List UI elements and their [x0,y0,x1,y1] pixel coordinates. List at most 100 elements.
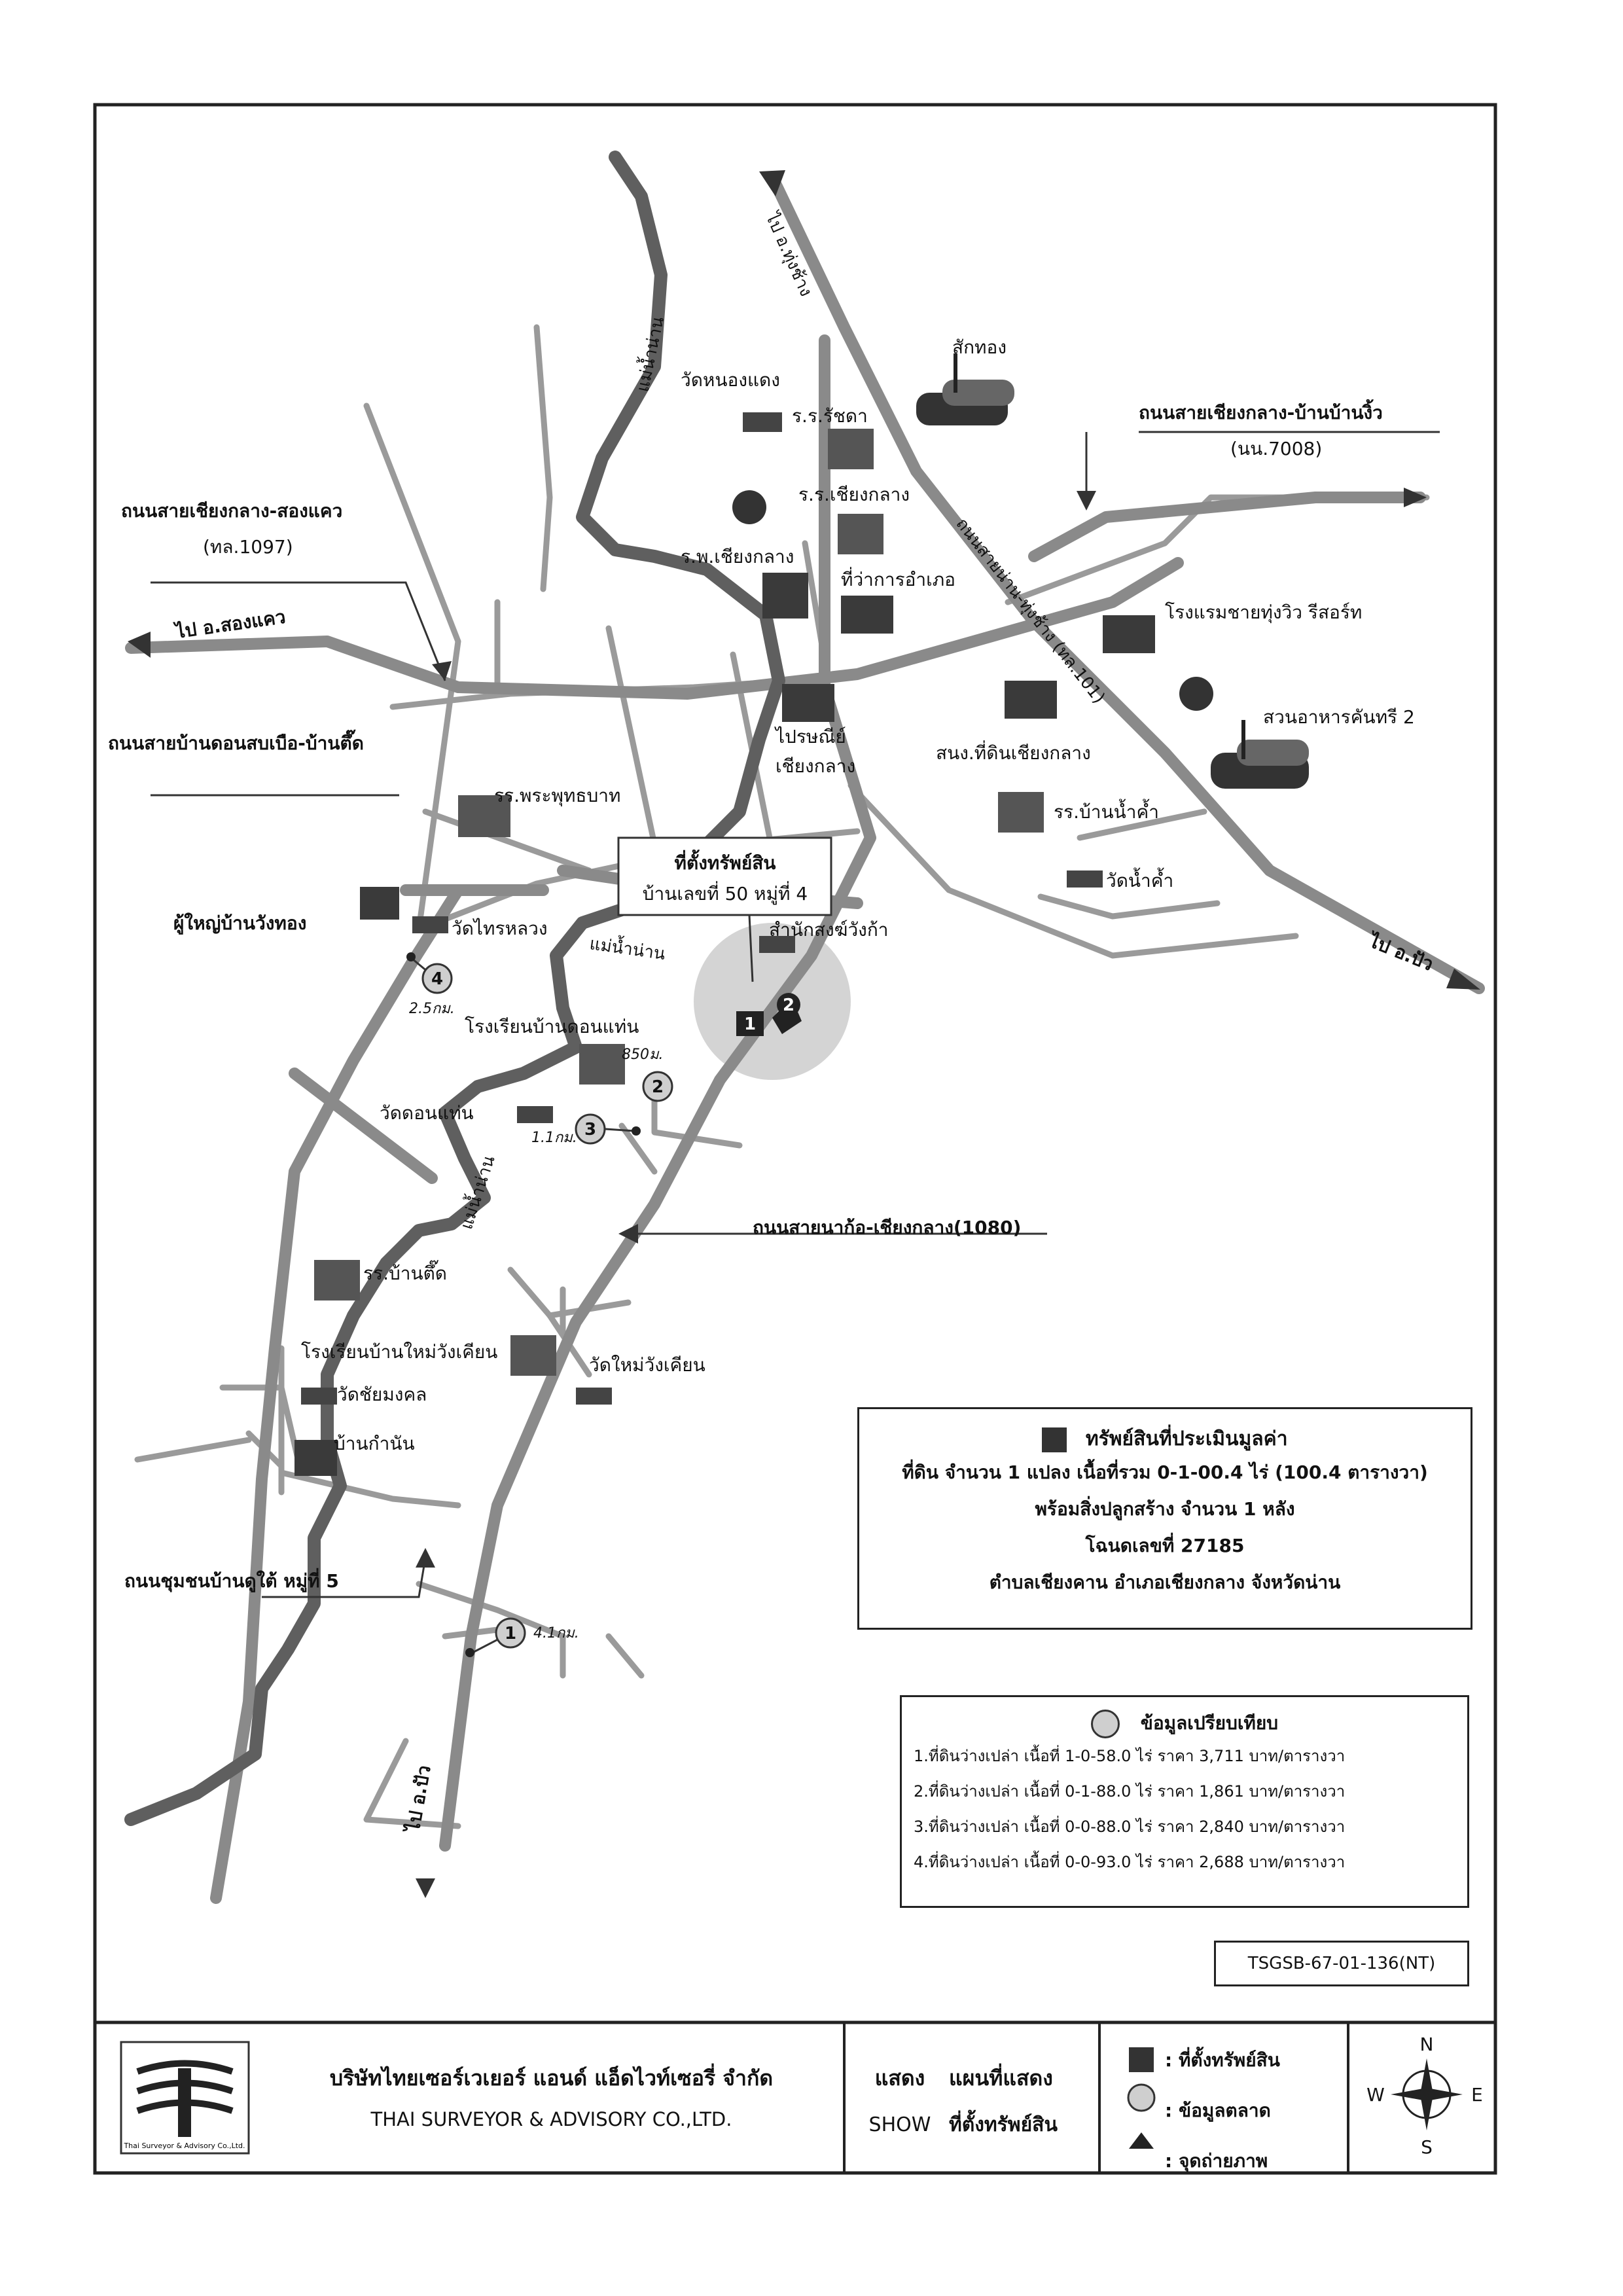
label-wat-nong-daeng: วัดหนองแดง [681,369,780,391]
logo-caption: Thai Surveyor & Advisory Co.,Ltd. [123,2142,245,2150]
comparable-item-1: 1.ที่ดินว่างเปล่า เนื้อที่ 1-0-58.0 ไร่ … [914,1747,1346,1765]
temple-icon [743,412,782,432]
comparables-box: ข้อมูลเปรียบเทียบ 1.ที่ดินว่างเปล่า เนื้… [900,1695,1469,1908]
label-hospital: ร.พ.เชียงกลาง [681,546,794,567]
property-legend-title: ทรัพย์สินที่ประเมินมูลค่า [859,1424,1471,1454]
map-frame [93,103,1497,2175]
arrow-east-pua [1446,969,1480,990]
label-road-na-ko: ถนนสายนาก้อ-เชียงกลาง(1080) [753,1217,1021,1238]
label-school-ban-don-waen: โรงเรียนบ้านดอนแท่น [465,1016,639,1037]
comparable-item-3: 3.ที่ดินว่างเปล่า เนื้อที่ 0-0-88.0 ไร่ … [914,1818,1346,1836]
footer-legend: : ที่ตั้งทรัพย์สิน : ข้อมูลตลาด : จุดถ่า… [1165,2045,1348,2176]
school-icon [838,514,883,554]
label-to-pua-east: ไป อ.ปัว [1364,929,1436,975]
temple-icon [412,916,448,933]
arrow-east-ngio [1404,488,1427,507]
company-name-th: บริษัทไทยเซอร์เวเยอร์ แอนด์ แอ็ดไวท์เซอร… [329,2066,774,2090]
label-wat-mai-wang-khian: วัดใหม่วังเคียน [589,1354,705,1376]
nan-river [124,151,785,1826]
property-legend-line-1: ที่ดิน จำนวน 1 แปลง เนื้อที่รวม 0-1-00.4… [902,1462,1428,1483]
label-wat-sai-luang: วัดไทรหลวง [452,918,548,939]
comparable-circle-icon [1090,1710,1120,1738]
footer-map-th: แผนที่แสดง [949,2066,1053,2090]
comparable-item-2: 2.ที่ดินว่างเปล่า เนื้อที่ 0-1-88.0 ไร่ … [914,1782,1346,1801]
comparable-1-distance: 4.1กม. [533,1625,579,1641]
label-sak-thong: สักทอง [952,336,1007,358]
label-school-phra-phutthabat: รร.พระพุทธบาท [494,785,620,807]
footer-company: บริษัทไทยเซอร์เวเยอร์ แอนด์ แอ็ดไวท์เซอร… [259,2062,844,2130]
sak-thong-icon [916,353,1014,425]
temple-icon [576,1388,612,1405]
comparable-1-number: 1 [505,1624,516,1643]
label-school-ban-mai-wang-khian: โรงเรียนบ้านใหม่วังเคียน [301,1341,497,1363]
label-school-ratchada: ร.ร.รัชดา [792,405,868,427]
footer-show-en: SHOW [868,2113,931,2136]
temple-icon [1067,870,1103,888]
label-to-song-khwae: ไป อ.สองแคว [172,606,287,643]
footer-legend-item-3: : จุดถ่ายภาพ [1165,2150,1268,2172]
label-school-ban-nam-kham: รร.บ้านน้ำค้ำ [1054,798,1159,823]
label-road-ban-ngio-code: (นน.7008) [1230,438,1322,459]
comparable-item-4: 4.ที่ดินว่างเปล่า เนื้อที่ 0-0-93.0 ไร่ … [914,1853,1346,1871]
country-restaurant-icon [1211,720,1309,789]
leader-lines [151,431,1440,1598]
comparable-markers: 1 4.1กม. 2 850ม. 3 1.1กม. 4 2.5กม. [406,952,673,1657]
arrow-west [128,632,151,658]
hotel-icon [1103,615,1155,653]
compass-east: E [1471,2084,1483,2106]
property-legend-title-text: ทรัพย์สินที่ประเมินมูลค่า [1085,1427,1288,1450]
reference-code: TSGSB-67-01-136(NT) [1214,1941,1469,1986]
comparable-marker-4: 4 2.5กม. [406,952,455,1017]
comparables-title-text: ข้อมูลเปรียบเทียบ [1140,1712,1279,1734]
label-wat-chai-mongkhon: วัดชัยมงคล [337,1384,427,1405]
comparable-3-number: 3 [584,1120,596,1139]
map-icons [294,353,1309,1476]
comparable-marker-3: 3 1.1กม. [531,1113,641,1146]
land-office-icon [1005,681,1057,719]
hospital-icon [762,573,808,619]
temple-icon [517,1106,553,1123]
property-callout-title: ที่ตั้งทรัพย์สิน [675,849,776,874]
arrow-north [759,170,785,196]
label-district-office: ที่ว่าการอำเภอ [841,567,955,590]
label-wat-don-waen: วัดดอนแท่น [380,1102,474,1124]
property-legend-line-3: โฉนดเลขที่ 27185 [1085,1535,1245,1556]
comparable-2-number: 2 [652,1077,664,1097]
temple-icon [301,1388,337,1405]
label-school-chiang-klang: ร.ร.เชียงกลาง [798,484,910,505]
photo-marker-number: 2 [783,996,794,1015]
legend-camera-icon [1129,2132,1154,2149]
arrow-south [416,1878,435,1898]
label-village-head: ผู้ใหญ่บ้านวังทอง [173,912,306,935]
label-road-song-khwae-code: (ทล.1097) [203,536,293,558]
label-river-2: แม่น้ำน่าน [588,931,667,964]
label-ban-kamnan: บ้านกำนัน [334,1433,415,1454]
road-arrows [128,170,1480,1898]
school-icon [828,429,874,469]
footer-show-th: แสดง [874,2066,925,2090]
comparable-marker-1: 1 4.1กม. [465,1617,579,1657]
subject-property-marker: 1 [736,1011,764,1036]
legend-square-icon [1129,2047,1154,2072]
label-hotel: โรงแรมชายทุ่งวิว รีสอร์ท [1165,601,1362,624]
place-labels: สักทอง วัดหนองแดง ร.ร.รัชดา ร.ร.เชียงกลา… [173,336,1415,1454]
comparable-3-distance: 1.1กม. [531,1130,577,1146]
label-restaurant: สวนอาหารคันทรี 2 [1263,706,1415,728]
school-icon [998,792,1044,833]
label-wat-nam-kham: วัดน้ำค้ำ [1106,867,1173,891]
property-legend-line-4: ตำบลเชียงคาน อำเภอเชียงกลาง จังหวัดน่าน [989,1571,1341,1593]
post-office-icon [782,684,834,722]
comparable-4-distance: 2.5กม. [409,1001,455,1017]
footer-graphics: Thai Surveyor & Advisory Co.,Ltd. N S W … [120,2022,1483,2173]
label-road-don-sop-bua: ถนนสายบ้านดอนสบเบือ-บ้านตึ๊ด [108,730,364,754]
dining-icon [732,490,766,524]
compass-south: S [1421,2136,1433,2158]
label-post-office-2: เชียงกลาง [776,755,855,777]
subject-marker-number: 1 [744,1014,756,1034]
property-callout: ที่ตั้งทรัพย์สิน บ้านเลขที่ 50 หมู่ที่ 4 [617,836,832,982]
label-monk-office: สำนักสงฆ์วังก้า [769,919,889,941]
school-icon [579,1044,625,1085]
